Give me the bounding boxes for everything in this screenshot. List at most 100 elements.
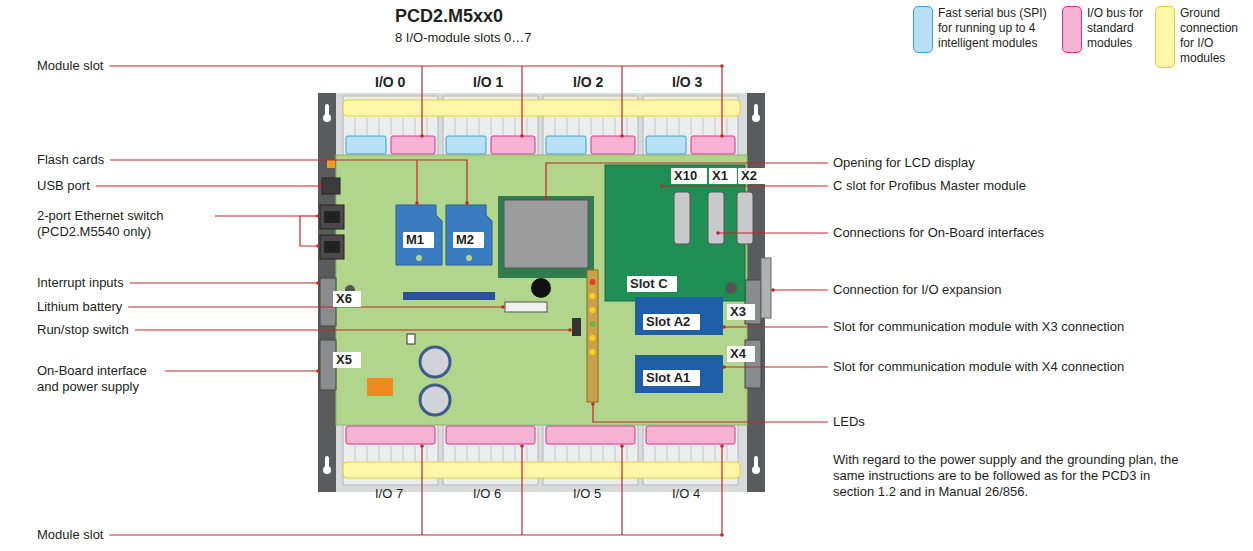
leader-line: [773, 289, 828, 290]
screw: [725, 282, 737, 294]
leader-dot: [716, 231, 720, 235]
leader-line: [165, 370, 318, 371]
part-label: Flash cards: [37, 152, 104, 168]
leader-line: [521, 66, 522, 136]
leader-dot: [660, 184, 664, 188]
slot-number: I/O 4: [672, 486, 700, 502]
slot-tag: X10: [671, 168, 707, 184]
legend-swatch: [913, 6, 933, 53]
leader-dot: [501, 305, 505, 309]
leader-line: [109, 65, 722, 66]
leader-line: [724, 326, 828, 327]
leader-dot: [620, 134, 624, 138]
tag-text: Slot A1: [646, 370, 690, 385]
io-expansion-connector: [761, 258, 771, 318]
part-label: Slot for communication module with X4 co…: [833, 359, 1124, 375]
leader-dot: [420, 444, 424, 448]
leader-dot: [316, 369, 320, 373]
legend-text: I/O bus for standard modules: [1087, 6, 1149, 51]
leader-line: [721, 66, 722, 136]
leader-dot: [720, 533, 724, 537]
card-hole: [466, 255, 472, 261]
leader-dot: [316, 214, 320, 218]
part-label: Lithium battery: [37, 299, 122, 315]
leader-dot: [318, 184, 322, 188]
slot-tag: X6: [333, 291, 361, 307]
leader-dot: [771, 288, 775, 292]
slot-number: I/O 5: [573, 486, 601, 502]
tag-text: Slot A2: [646, 314, 690, 329]
slot-number: I/O 1: [473, 74, 503, 90]
leader-line: [215, 216, 318, 246]
part-label: Slot for communication module with X3 co…: [833, 319, 1124, 335]
usb-port: [322, 178, 340, 194]
tag-text: X3: [730, 304, 746, 319]
leader-line: [300, 215, 318, 216]
tag-text: X5: [336, 352, 352, 367]
leader-dot: [316, 244, 320, 248]
part-label: 2-port Ethernet switch (PCD2.M5540 only): [37, 208, 207, 240]
led-strip: [587, 270, 598, 402]
led-indicator: [327, 160, 335, 168]
leader-line: [135, 329, 570, 330]
leds: [590, 279, 596, 355]
legend-text: Ground connection for I/O modules: [1180, 6, 1242, 66]
slot-number: I/O 2: [573, 74, 603, 90]
dsub-connectors: [674, 192, 753, 244]
leader-line: [128, 306, 503, 307]
part-label: Run/stop switch: [37, 322, 129, 338]
ribbon-connector: [403, 292, 495, 300]
legend-swatch: [1155, 6, 1175, 68]
lcd-carrier: [498, 196, 594, 278]
part-label: LEDs: [833, 414, 865, 430]
part-label: C slot for Profibus Master module: [833, 178, 1026, 194]
leader-dot: [520, 444, 524, 448]
flash-card: [396, 205, 442, 265]
leader-dot: [415, 201, 419, 205]
leader-dot: [568, 328, 572, 332]
lcd-display: [504, 200, 588, 268]
subtitle: 8 I/O-module slots 0…7: [395, 30, 532, 46]
slot-number: I/O 0: [375, 74, 405, 90]
part-label: On-Board interface and power supply: [37, 363, 162, 395]
flash-card: [446, 205, 492, 265]
slot-number: I/O 3: [672, 74, 702, 90]
tag-text: M1: [406, 232, 424, 247]
leader-dot: [591, 402, 595, 406]
slot-tag: X4: [727, 346, 755, 362]
slot-tag: X5: [333, 352, 361, 368]
capacitor: [420, 385, 450, 415]
leader-line: [662, 185, 828, 186]
slot-number: I/O 7: [375, 486, 403, 502]
ground-band: [343, 100, 740, 116]
ethernet-jack: [324, 241, 340, 253]
leader-line: [110, 160, 467, 203]
leader-line: [109, 534, 722, 535]
leader-line: [621, 446, 622, 535]
leader-line: [521, 446, 522, 535]
leader-dot: [520, 134, 524, 138]
leader-line: [621, 66, 622, 136]
leader-dot: [720, 444, 724, 448]
slot-tag: X1: [709, 168, 737, 184]
slot-tag: X3: [727, 304, 755, 320]
note: With regard to the power supply and the …: [833, 452, 1193, 500]
leader-line: [130, 282, 318, 283]
lithium-battery: [505, 302, 547, 312]
slot-tag: Slot C: [627, 276, 677, 292]
comm-slot: [635, 297, 723, 335]
leader-line: [721, 446, 722, 535]
leader-line: [718, 232, 828, 233]
tag-text: M2: [456, 232, 474, 247]
leader-dot: [465, 201, 469, 205]
tag-text: X4: [730, 346, 746, 361]
slot-number: I/O 6: [473, 486, 501, 502]
leader-dot: [420, 134, 424, 138]
jumper: [407, 334, 415, 344]
part-label: Module slot: [37, 527, 103, 543]
leader-line: [546, 163, 828, 198]
slot-tag: Slot A1: [643, 370, 700, 386]
leader-line: [96, 185, 320, 186]
leader-dot: [722, 365, 726, 369]
tag-text: X10: [674, 168, 697, 183]
